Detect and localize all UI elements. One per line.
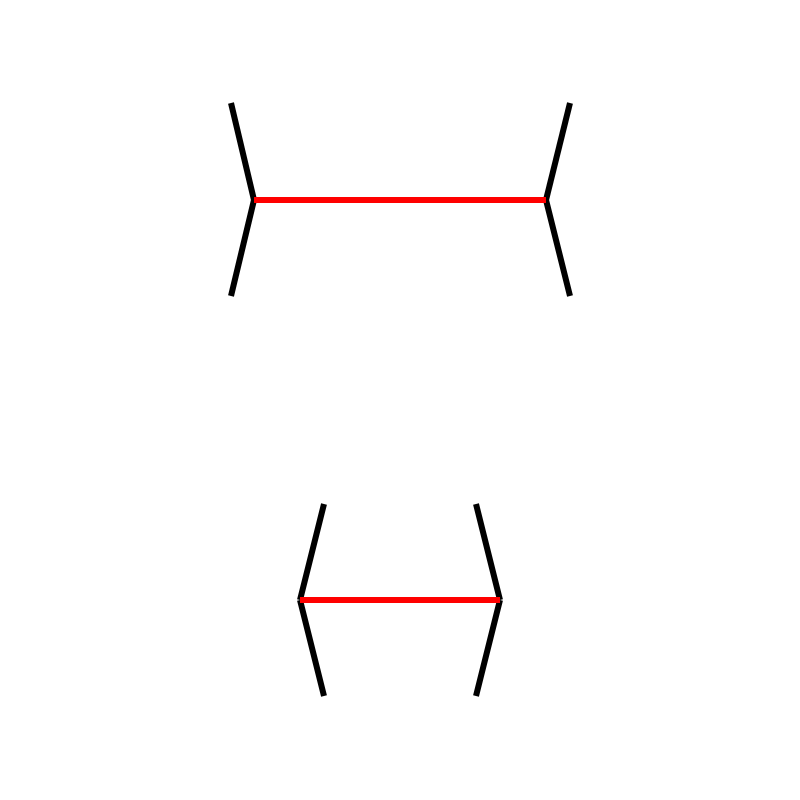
top-right-upper-fin	[543, 102, 573, 201]
bottom-left-lower-fin	[297, 599, 327, 697]
top-right-lower-fin	[543, 199, 573, 297]
bottom-right-upper-fin	[473, 503, 503, 601]
bottom-left-upper-fin	[297, 503, 327, 601]
figure-outward-fins	[228, 102, 573, 297]
figure-inward-fins	[297, 503, 503, 697]
top-left-upper-fin	[228, 102, 257, 201]
bottom-right-lower-fin	[473, 599, 503, 697]
top-left-lower-fin	[228, 199, 257, 297]
